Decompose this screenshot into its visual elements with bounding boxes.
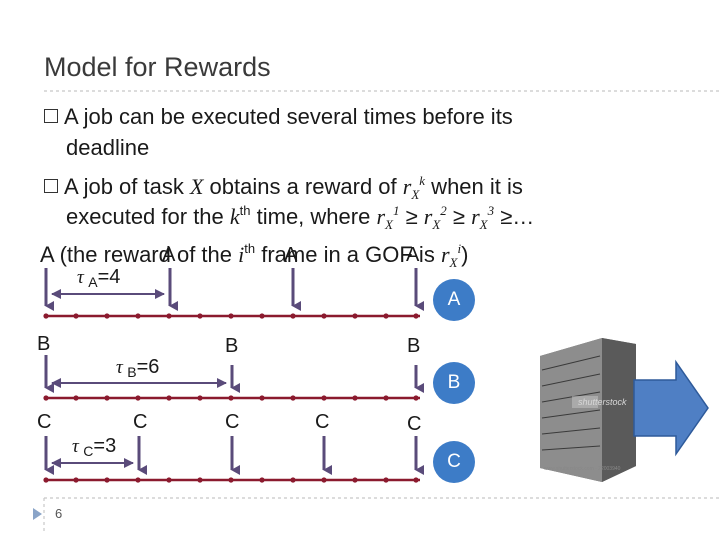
title-divider [44,90,720,92]
row-label-c: C [37,411,52,433]
a-release-arrows [44,268,424,311]
footer-triangle-icon [33,508,42,520]
tau-b-label: τ B=6 [116,356,160,380]
bullet-2: A job of task X obtains a reward of rXk … [44,173,523,203]
bullet-box-icon [44,179,58,193]
c-release-arrows [44,436,424,475]
tau-c-label: τ C=3 [72,435,117,459]
output-circle-b: B [433,362,475,404]
overlay-a-label-2: A [284,244,298,266]
b-label: B [225,335,239,357]
c-label: C [315,411,330,433]
row-label-b: B [37,333,51,355]
watermark-caption: www.shutterstock.com · 22003940 [544,466,621,472]
overlay-a-label-1: A [162,244,176,266]
c-label: C [407,413,422,435]
output-arrow-icon [633,359,709,457]
bullet-1: A job can be executed several times befo… [44,104,513,130]
bullet-3: A (the reward of the ith frame in a GOF … [40,241,469,270]
bullet-box-icon [44,109,58,123]
b-release-arrows [44,355,424,393]
output-circle-a: A [433,279,475,321]
track-dots [43,313,419,483]
b-label: B [407,335,421,357]
watermark-brand: shutterstock [578,397,627,407]
bullet-2-cont: executed for the kth time, where rX1 ≥ r… [66,203,535,232]
overlay-a-label-3: A [406,244,420,266]
c-label: C [225,411,240,433]
server-icon [540,338,636,482]
bullet-1-cont: deadline [66,135,150,160]
c-label: C [133,411,148,433]
slide-title: Model for Rewards [44,52,271,82]
output-circle-c: C [433,441,475,483]
tau-a-label: τ A=4 [77,266,121,290]
page-number: 6 [55,506,63,521]
